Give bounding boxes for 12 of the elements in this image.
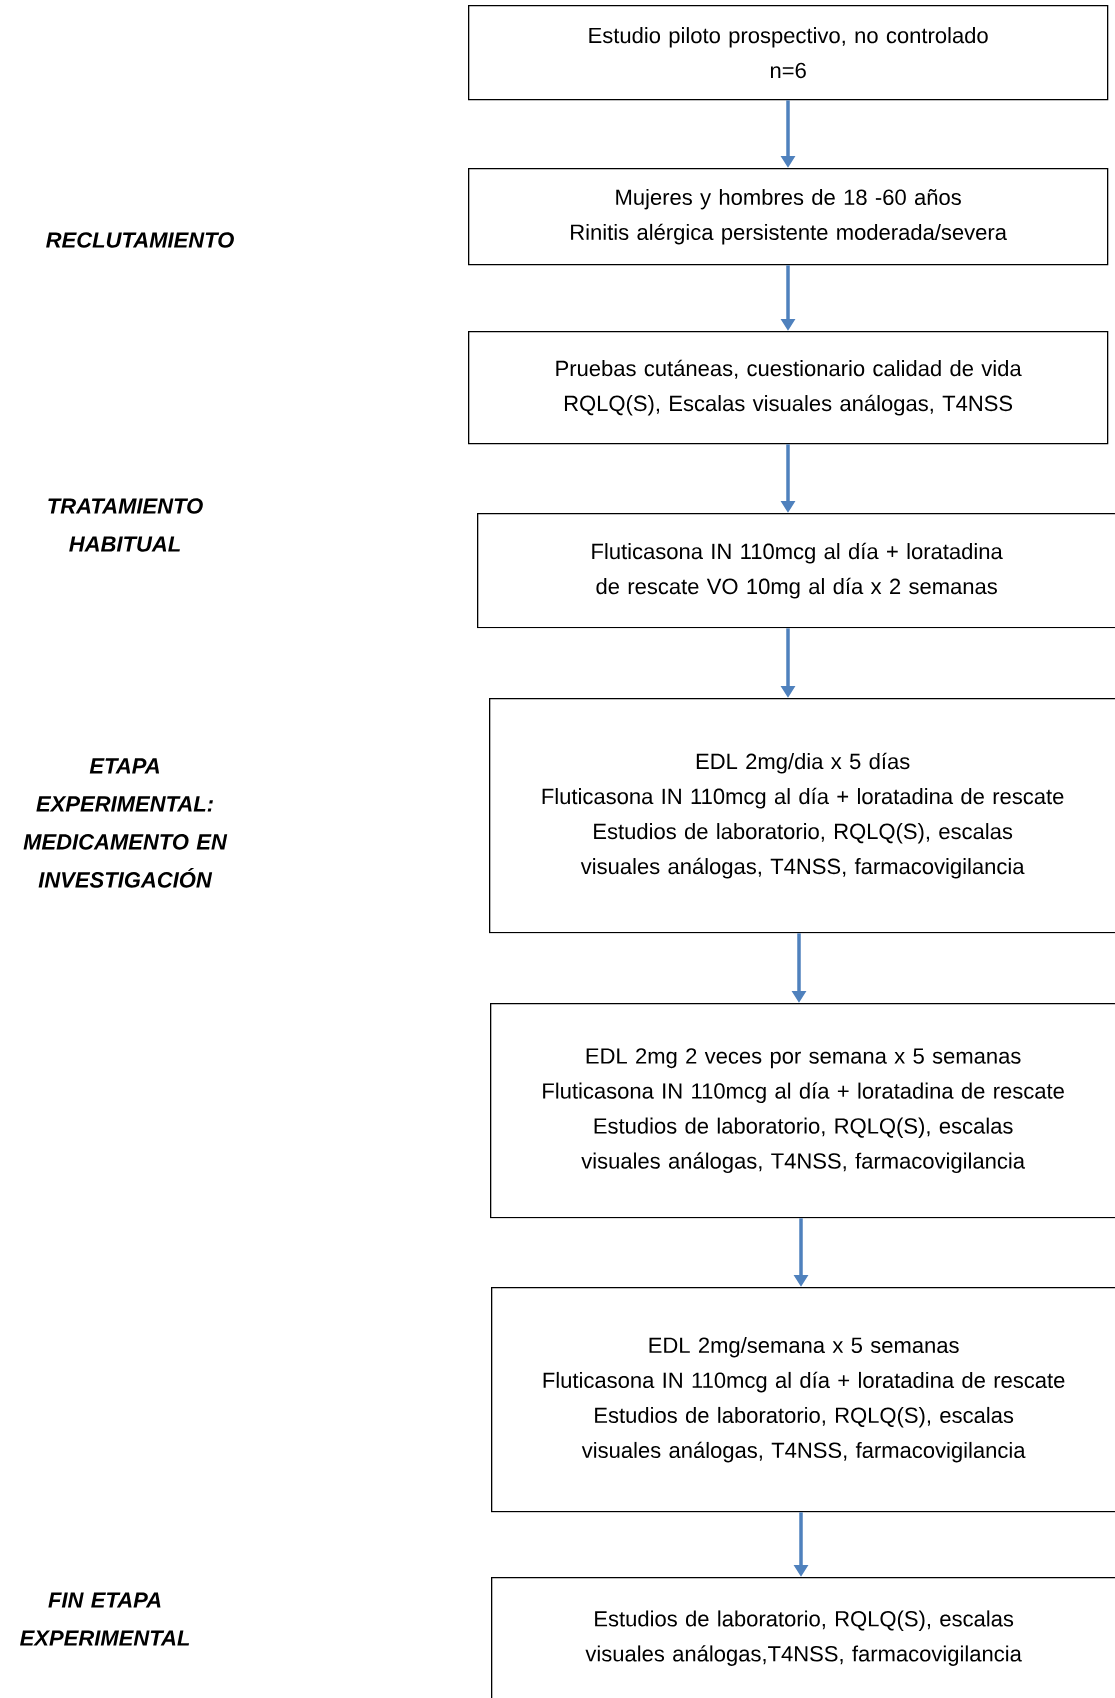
process-box: Estudios de laboratorio, RQLQ(S), escalas visuales análogas,T4NSS, farmacovigilancia	[491, 1577, 1115, 1698]
stage-label: ETAPA EXPERIMENTAL: MEDICAMENTO EN INVESTIGACIÓN	[23, 758, 228, 888]
stage-label: FIN ETAPA EXPERIMENTAL	[20, 1592, 190, 1646]
process-box: Pruebas cutáneas, cuestionario calidad de vida RQLQ(S), Escalas visuales análogas, T4NSS	[468, 331, 1109, 445]
process-box: Fluticasona IN 110mcg al día + loratadina de rescate VO 10mg al día x 2 semanas	[477, 513, 1115, 629]
process-box: Estudio piloto prospectivo, no controlado n=6	[468, 5, 1109, 101]
stage-label: TRATAMIENTO HABITUAL	[48, 498, 203, 552]
process-box: EDL 2mg/dia x 5 días Fluticasona IN 110mcg al día + loratadina de rescate Estudios de laboratorio, RQLQ(S), escalas visuales análogas, T4NSS, farmacovigilancia	[489, 698, 1115, 934]
stage-label: RECLUTAMIENTO	[46, 232, 234, 248]
process-box: EDL 2mg 2 veces por semana x 5 semanas Fluticasona IN 110mcg al día + loratadina de rescate Estudios de laboratorio, RQLQ(S), escalas visuales análogas, T4NSS, farmacovigilancia	[490, 1003, 1115, 1219]
process-box: EDL 2mg/semana x 5 semanas Fluticasona IN 110mcg al día + loratadina de rescate Estudios de laboratorio, RQLQ(S), escalas visuales análogas, T4NSS, farmacovigilancia	[491, 1287, 1115, 1513]
process-box: Mujeres y hombres de 18 -60 años Rinitis alérgica persistente moderada/severa	[468, 168, 1109, 266]
